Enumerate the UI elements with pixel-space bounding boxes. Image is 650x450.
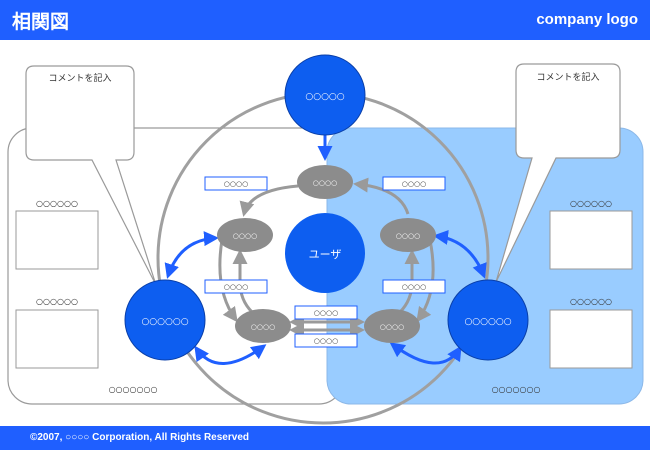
right-box2-label: ○○○○○○ bbox=[570, 297, 612, 306]
right-box1 bbox=[549, 210, 633, 270]
right-comment-bubble: コメントを記入 bbox=[495, 63, 621, 283]
arrow-right-to-top bbox=[353, 177, 410, 215]
label-boxes: ○○○○ ○○○○ ○○○○ ○○○○ ○○○○ ○○○○ bbox=[204, 176, 446, 348]
right-footer-label: ○○○○○○○ bbox=[492, 385, 541, 394]
left-box1-label: ○○○○○○ bbox=[36, 199, 78, 208]
label-box-top-left-text: ○○○○ bbox=[224, 180, 248, 188]
left-box1 bbox=[15, 210, 99, 270]
user-circle-label: ユーザ bbox=[309, 248, 342, 261]
arrow-left-circle-to-oval bbox=[164, 231, 219, 279]
arrow-top-to-left bbox=[239, 184, 299, 217]
header-bar: 相関図 company logo bbox=[0, 0, 650, 40]
copyright-text: ©2007, ○○○○ Corporation, All Rights Rese… bbox=[30, 432, 249, 443]
oval-right bbox=[380, 218, 436, 252]
right-box2 bbox=[549, 309, 633, 369]
label-box-top-right-text: ○○○○ bbox=[402, 180, 426, 188]
left-box2 bbox=[15, 309, 99, 369]
company-logo: company logo bbox=[536, 11, 638, 28]
oval-bottom-right bbox=[364, 309, 420, 343]
right-box1-label: ○○○○○○ bbox=[570, 199, 612, 208]
oval-bottom-right-label: ○○○○ bbox=[380, 323, 404, 331]
left-box2-label: ○○○○○○ bbox=[36, 297, 78, 306]
left-circle-label: ○○○○○○ bbox=[141, 317, 188, 327]
label-box-center-top-text: ○○○○ bbox=[314, 309, 338, 317]
label-box-mid-left bbox=[204, 279, 268, 294]
left-circle bbox=[124, 279, 206, 361]
label-box-center-bottom-text: ○○○○ bbox=[314, 337, 338, 345]
label-box-center-bottom bbox=[294, 333, 358, 348]
page-title: 相関図 bbox=[12, 11, 70, 33]
top-circle bbox=[284, 54, 366, 136]
arrow-left-circle-to-bottom-oval bbox=[194, 344, 267, 365]
label-box-mid-left-text: ○○○○ bbox=[224, 283, 248, 291]
label-box-top-left bbox=[204, 176, 268, 191]
oval-top-label: ○○○○ bbox=[313, 179, 337, 187]
arrow-right-circle-to-bottom-oval bbox=[389, 342, 462, 365]
blue-arrows bbox=[164, 126, 487, 365]
oval-bottom-left-label: ○○○○ bbox=[251, 323, 275, 331]
top-circle-label: ○○○○○ bbox=[305, 92, 344, 102]
oval-top bbox=[297, 165, 353, 199]
oval-bottom-left bbox=[235, 309, 291, 343]
left-footer-label: ○○○○○○○ bbox=[109, 385, 158, 394]
label-box-center-top bbox=[294, 305, 358, 320]
label-box-mid-right bbox=[382, 279, 446, 294]
label-box-mid-right-text: ○○○○ bbox=[402, 283, 426, 291]
footer-bar: ©2007, ○○○○ Corporation, All Rights Rese… bbox=[0, 426, 650, 450]
right-circle bbox=[447, 279, 529, 361]
right-comment-text: コメントを記入 bbox=[536, 71, 599, 83]
right-circle-label: ○○○○○○ bbox=[464, 317, 511, 327]
label-box-top-right bbox=[382, 176, 446, 191]
oval-left bbox=[217, 218, 273, 252]
user-circle bbox=[285, 213, 365, 293]
left-comment-text: コメントを記入 bbox=[48, 72, 111, 84]
oval-left-label: ○○○○ bbox=[233, 232, 257, 240]
oval-right-label: ○○○○ bbox=[396, 232, 420, 240]
arrow-right-circle-to-oval bbox=[433, 229, 487, 279]
